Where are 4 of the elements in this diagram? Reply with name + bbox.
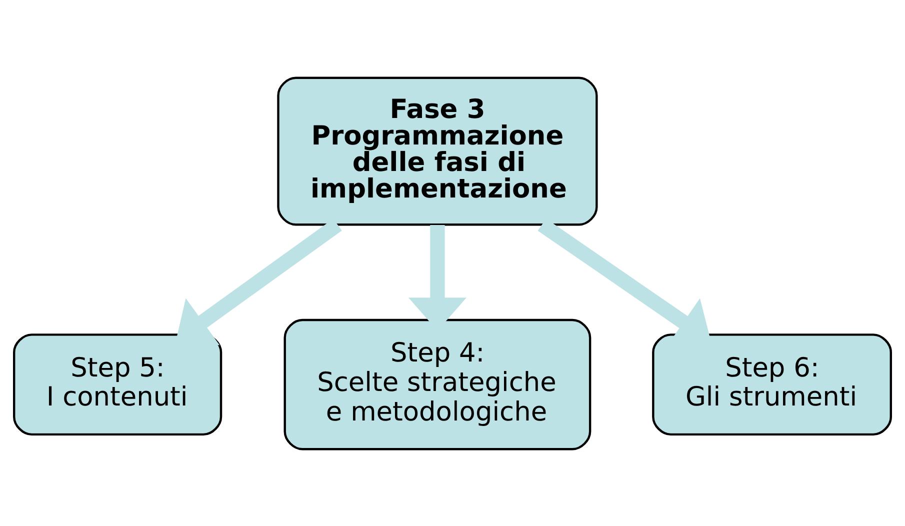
node-box: Step 5: I contenuti — [13, 333, 222, 436]
node-box: Fase 3 Programmazione delle fasi di implementazione — [277, 76, 598, 226]
node-box: Step 4: Scelte strategiche e metodologiche — [284, 318, 592, 450]
node-box: Step 6: Gli strumenti — [652, 333, 892, 436]
